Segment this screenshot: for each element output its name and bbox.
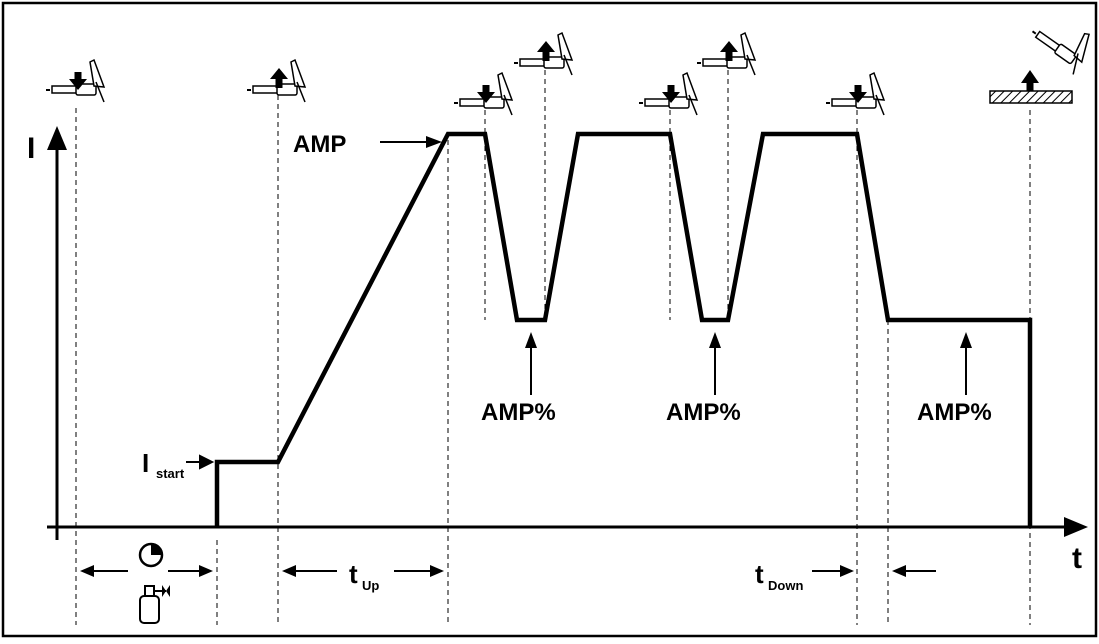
amp-label: AMP: [293, 131, 346, 158]
x-axis-label: t: [1072, 542, 1082, 575]
y-axis-label: I: [27, 132, 35, 165]
gas-cylinder-icon: [139, 585, 170, 624]
lifted-torch: [1024, 5, 1099, 76]
amp-pointer-arrow: [380, 136, 442, 148]
i-start-subscript: start: [156, 466, 185, 481]
x-axis-arrowhead: [1064, 517, 1088, 537]
lift-arrow: [1021, 70, 1039, 83]
torch-trigger-press-icon: [638, 72, 698, 116]
torch-trigger-press-icon: [45, 59, 105, 103]
amp-pct-label-1: AMP%: [481, 399, 556, 426]
torch-trigger-release-icon: [696, 32, 756, 76]
amp-pct-pointer-2: [709, 332, 721, 395]
timer-icon: [138, 542, 164, 568]
torch-trigger-press-icon: [453, 72, 513, 116]
amp-pct-label-3: AMP%: [917, 399, 992, 426]
amp-pct-pointer-1: [525, 332, 537, 395]
i-start-pointer-arrow: [186, 454, 215, 470]
amp-pct-label-2: AMP%: [666, 399, 741, 426]
t-up-subscript: Up: [362, 578, 379, 593]
y-axis-arrowhead: [47, 126, 67, 150]
workpiece-plate: [989, 90, 1073, 104]
t-up-interval: [282, 565, 444, 577]
torch-trigger-press-icon: [825, 72, 885, 116]
t-down-label: t: [755, 559, 764, 589]
pre-gas-interval: [80, 565, 213, 577]
current-waveform: [214, 131, 1033, 527]
t-up-label: t: [349, 559, 358, 589]
t-down-subscript: Down: [768, 578, 803, 593]
i-start-label: I: [142, 448, 149, 478]
amp-pct-pointer-3: [960, 332, 972, 395]
timing-guide-lines: [75, 70, 1031, 625]
torch-trigger-release-icon: [513, 32, 573, 76]
t-down-interval: [812, 565, 936, 577]
torch-trigger-release-icon: [246, 59, 306, 103]
torch-lift-off-workpiece-icon: [989, 5, 1099, 104]
